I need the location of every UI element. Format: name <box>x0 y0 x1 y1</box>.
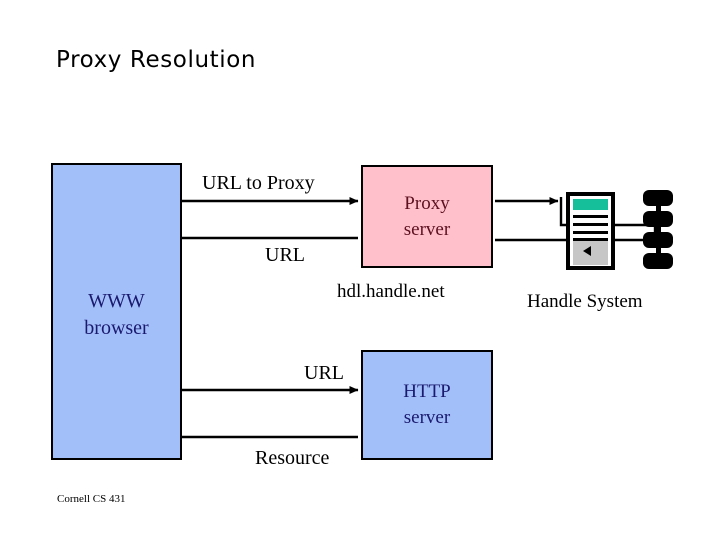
proxy-server-line2: server <box>403 218 451 240</box>
node-http-server[interactable]: HTTP server <box>361 350 493 460</box>
http-server-line1: HTTP <box>403 381 451 403</box>
page-title: Proxy Resolution <box>56 47 257 73</box>
label-hdl-handle-net: hdl.handle.net <box>337 281 445 302</box>
edge-label-url-return: URL <box>265 244 305 266</box>
label-handle-system: Handle System <box>527 291 643 312</box>
server-slot-2 <box>573 223 608 226</box>
server-status-bar <box>573 199 608 210</box>
http-server-line2: server <box>403 407 451 428</box>
node-proxy-server[interactable]: Proxy server <box>361 165 493 268</box>
edge-label-url-to-http: URL <box>304 362 344 384</box>
www-browser-line2: browser <box>84 317 149 339</box>
node-www-browser[interactable]: WWW browser <box>51 163 182 460</box>
handle-chain-node-3 <box>643 232 673 248</box>
handle-chain-node-1 <box>643 190 673 206</box>
server-inbound-arrow-icon <box>583 246 591 256</box>
edge-label-url-to-proxy: URL to Proxy <box>202 172 315 194</box>
www-browser-line1: WWW <box>88 290 145 312</box>
server-rack-icon <box>566 192 615 270</box>
edge-label-resource: Resource <box>255 447 330 469</box>
proxy-server-line1: Proxy <box>404 192 450 214</box>
handle-chain-node-2 <box>643 211 673 227</box>
handle-chain-node-4 <box>643 253 673 269</box>
slide-footer: Cornell CS 431 <box>57 493 126 505</box>
handle-server-chain-icon <box>640 190 680 272</box>
server-slot-1 <box>573 215 608 218</box>
server-slot-3 <box>573 231 608 234</box>
